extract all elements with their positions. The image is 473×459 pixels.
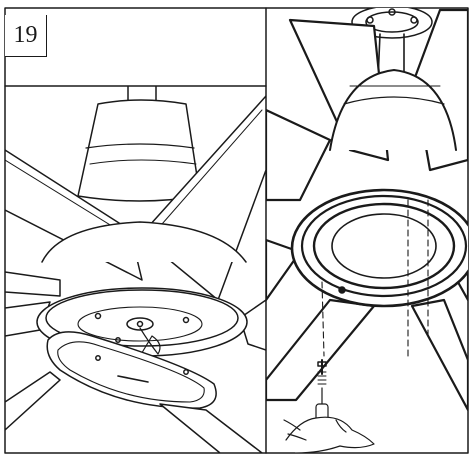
right-panel	[266, 8, 468, 453]
fan-blade	[266, 108, 332, 202]
fan-blade	[159, 403, 263, 453]
fan-blade	[266, 298, 376, 402]
fan-blade	[410, 298, 468, 412]
fan-blade	[239, 299, 266, 351]
fan-blade	[5, 271, 61, 297]
left-panel	[5, 86, 266, 453]
screwdriver-hand-icon	[283, 387, 375, 453]
motor-body	[329, 69, 457, 151]
motor-housing	[77, 99, 201, 202]
step-number: 19	[5, 15, 47, 57]
motor-lower-body	[41, 221, 247, 263]
wire	[127, 327, 161, 377]
screw-icon	[317, 359, 327, 385]
fan-blade	[5, 371, 61, 431]
alignment-guide	[321, 281, 325, 357]
light-pan-open	[46, 331, 217, 409]
wire-hub	[126, 317, 154, 331]
